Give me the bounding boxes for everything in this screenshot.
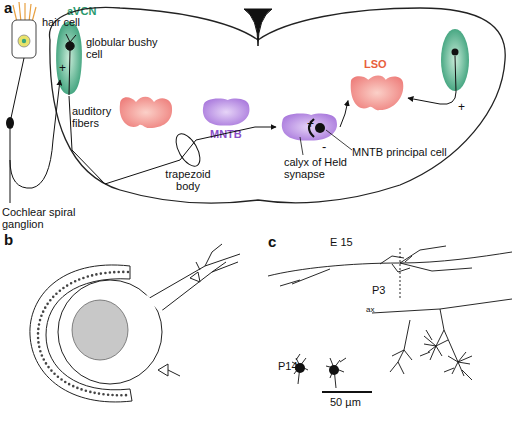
avcn-nucleus [408,29,469,104]
avcn-nucleus: aVCN [55,20,83,96]
brainstem-outline [50,7,506,203]
annotation-label: hair cell [42,16,80,28]
nucleus-label: calyx of Held synapse [284,156,358,180]
sign-symbol: + [59,62,66,75]
nucleus-label: aVCN [67,5,96,17]
nucleus-fill [282,114,337,141]
sign-symbol: + [458,101,465,114]
annotation-label: globular bushy cell [86,36,166,60]
trapezoid-body [171,130,205,170]
auditory-fiber [10,58,60,203]
nucleus-shape [348,74,406,112]
annotation-label: Cochlear spiral ganglion [2,206,92,230]
annotation-label: trapezoid body [158,168,218,192]
neuron-tracings [268,246,512,388]
nucleus-fill [351,75,404,110]
sign-symbol: - [322,140,326,154]
panel-letter: c [268,234,276,251]
nucleus-label: MNTB [210,128,242,140]
nucleus-fill [203,99,250,126]
nucleus-shape [55,20,83,96]
sign-symbol: + [307,118,314,131]
annotation-label: ax [366,306,374,315]
annotation-label: E 15 [330,236,353,248]
annotation-label: P3 [372,284,385,296]
lso-nucleus: LSO [348,74,406,112]
annotation-label: 50 µm [330,396,361,408]
mntb-principal-cell [300,119,352,155]
annotation-label: auditory fibers [72,105,122,129]
nucleus-shape [198,97,252,127]
lso-nucleus [120,97,172,128]
annotation-label: P14 [278,360,298,372]
scale-bar [322,391,372,393]
mntb-nucleus: MNTB [198,97,252,127]
panel-letter: b [4,232,13,249]
spiral-ganglion-cell [6,117,14,129]
panel-letter: a [4,0,12,17]
hair-cell [12,2,36,58]
nucleus-label: LSO [364,58,387,70]
nucleus-fill [56,22,82,95]
axon-connector [340,101,348,127]
midline [244,9,272,46]
globular-bushy-cell [66,34,76,95]
calyx-drawing [30,244,240,402]
annotation-label: MNTB principal cell [352,146,447,158]
